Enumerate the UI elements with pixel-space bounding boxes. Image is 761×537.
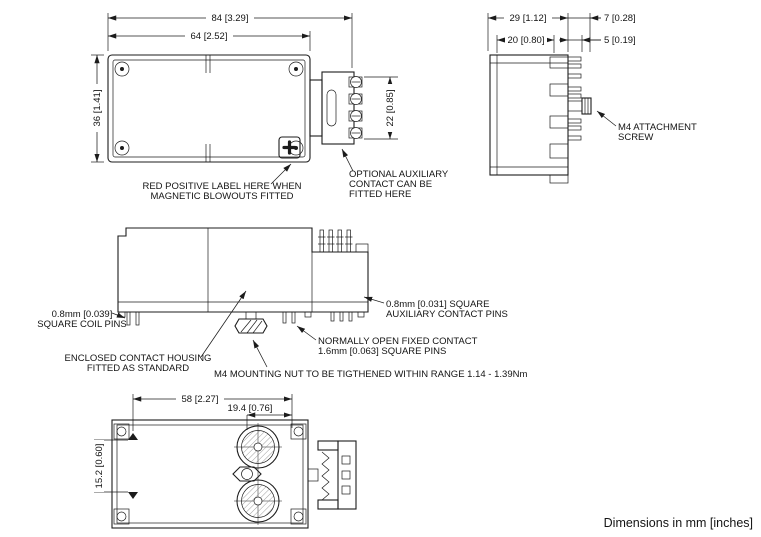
din-rail-clip — [307, 440, 357, 510]
aux-contact-pins-label: 0.8mm [0.031] SQUARE AUXILIARY CONTACT P… — [363, 296, 508, 320]
dim-hole-span: 58 [2.27] — [132, 394, 293, 431]
optional-aux-label-line3: FITTED HERE — [349, 189, 411, 200]
front-view-body — [117, 227, 369, 313]
optional-aux-label: OPTIONAL AUXILIARY CONTACT CAN BE FITTED… — [341, 148, 449, 200]
coil-pins-label: 0.8mm [0.039] SQUARE COIL PINS — [37, 309, 126, 330]
magnetic-blowout-circles — [236, 425, 280, 523]
coil-pins-label-line2: SQUARE COIL PINS — [37, 319, 126, 330]
dim-hole-height: 15.2 [0.60] — [94, 439, 128, 493]
dim-hole-height-text: 15.2 [0.60] — [94, 444, 105, 489]
corner-holes — [113, 423, 307, 525]
dim-contact-height: 22 [0.85] — [364, 76, 398, 140]
dim-contact-height-text: 22 [0.85] — [385, 90, 396, 127]
no-contact-pins — [282, 311, 296, 324]
side-view-body — [489, 54, 569, 176]
housing-label: ENCLOSED CONTACT HOUSING FITTED AS STAND… — [65, 290, 247, 374]
dim-body-height: 36 [1.41] — [91, 54, 104, 163]
dim-pin-length-text: 7 [0.28] — [604, 13, 636, 24]
dim-pin-length: 7 [0.28] — [568, 13, 636, 52]
coil-pins-label-line1: 0.8mm [0.039] — [52, 309, 113, 320]
aux-contact-pins-label-line2: AUXILIARY CONTACT PINS — [386, 309, 508, 320]
dim-inner-depth-text: 20 [0.80] — [508, 35, 545, 46]
mount-mark-bottom — [128, 492, 138, 499]
m4-screw-label: M4 ATTACHMENT SCREW — [596, 110, 697, 143]
optional-aux-label-line2: CONTACT CAN BE — [349, 179, 432, 190]
coil-pins — [126, 311, 140, 326]
aux-contact-pins-label-line1: 0.8mm [0.031] SQUARE — [386, 299, 489, 310]
side-pins — [567, 56, 582, 141]
nut-torque-label-text: M4 MOUNTING NUT TO BE TIGTHENED WITHIN R… — [214, 369, 527, 380]
m4-screw-label-line1: M4 ATTACHMENT — [618, 122, 697, 133]
dim-depth: 29 [1.12] — [487, 13, 569, 52]
units-note: Dimensions in mm [inches] — [604, 516, 753, 530]
dim-depth-text: 29 [1.12] — [510, 13, 547, 24]
red-positive-label: RED POSITIVE LABEL HERE WHEN MAGNETIC BL… — [142, 163, 302, 202]
dim-body-height-text: 36 [1.41] — [92, 90, 103, 127]
nut-torque-label: M4 MOUNTING NUT TO BE TIGTHENED WITHIN R… — [214, 339, 527, 380]
mount-mark-top — [128, 433, 138, 440]
positive-terminal-mark — [278, 136, 301, 159]
m4-mounting-nut — [234, 311, 268, 334]
aux-contact-block — [309, 71, 363, 145]
red-positive-label-line2: MAGNETIC BLOWOUTS FITTED — [150, 191, 293, 202]
dim-body-width: 64 [2.52] — [108, 31, 311, 51]
dim-inner-depth: 20 [0.80] — [496, 35, 555, 53]
bottom-view: 58 [2.27] 19.4 [0.76] 15.2 [0.60] — [94, 394, 357, 529]
dim-pin-short: 5 [0.19] — [559, 35, 636, 52]
top-view: 84 [3.29] 64 [2.52] 36 [1.41] 22 [0.85] — [91, 13, 449, 202]
top-view-body — [107, 54, 311, 163]
dim-overall-width: 84 [3.29] — [107, 13, 353, 68]
dim-body-width-text: 64 [2.52] — [191, 31, 228, 42]
mounting-nut-bottom — [232, 466, 262, 482]
no-contact-label-line2: 1.6mm [0.063] SQUARE PINS — [318, 346, 446, 357]
dim-offset-text: 19.4 [0.76] — [228, 403, 273, 414]
dim-overall-width-text: 84 [3.29] — [212, 13, 249, 24]
m4-screw-label-line2: SCREW — [618, 132, 653, 143]
dim-hole-span-text: 58 [2.27] — [182, 394, 219, 405]
housing-label-line2: FITTED AS STANDARD — [87, 363, 189, 374]
side-view: 29 [1.12] 7 [0.28] 20 [0.80] 5 [0.19] M4… — [487, 13, 697, 184]
bottom-view-body — [111, 419, 309, 529]
no-contact-label: NORMALLY OPEN FIXED CONTACT 1.6mm [0.063… — [296, 325, 478, 357]
no-contact-label-line1: NORMALLY OPEN FIXED CONTACT — [318, 336, 478, 347]
red-positive-label-line1: RED POSITIVE LABEL HERE WHEN — [142, 181, 301, 192]
aux-pins-top — [318, 229, 369, 253]
corner-screws — [114, 61, 304, 156]
dim-pin-short-text: 5 [0.19] — [604, 35, 636, 46]
m4-attachment-screw — [567, 97, 592, 115]
dim-offset: 19.4 [0.76] — [228, 403, 292, 430]
housing-label-line1: ENCLOSED CONTACT HOUSING — [65, 353, 212, 364]
optional-aux-label-line1: OPTIONAL AUXILIARY — [349, 169, 449, 180]
aux-pins-bottom — [330, 311, 353, 322]
front-view: 0.8mm [0.039] SQUARE COIL PINS 0.8mm [0.… — [37, 227, 527, 380]
